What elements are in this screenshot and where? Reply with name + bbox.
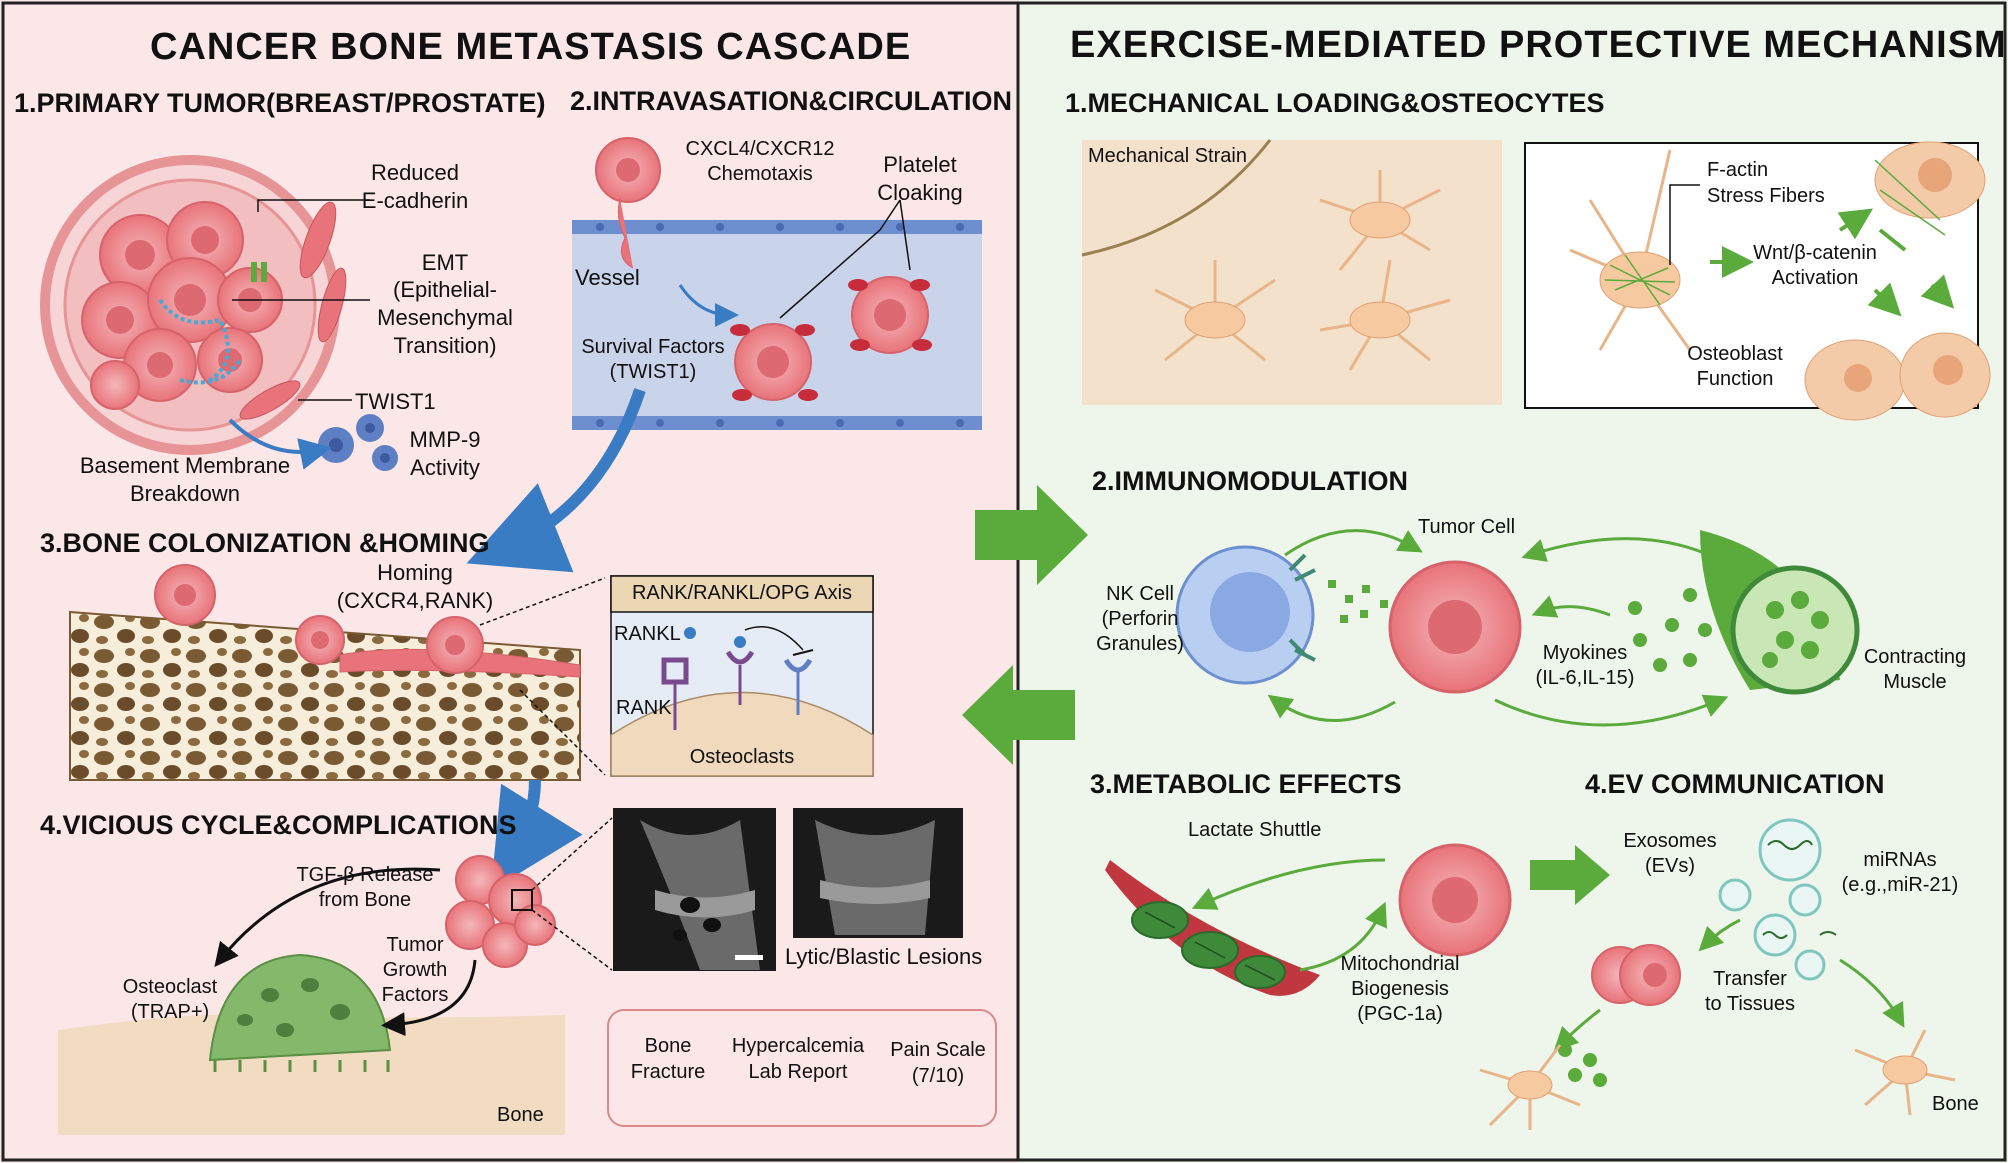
tgf-release-label: TGF-β Release (296, 864, 434, 886)
ev-communication-heading: 4.EV COMMUNICATION (1585, 769, 1885, 799)
osteoclasts-label: Osteoclasts (689, 746, 795, 768)
immunomodulation-heading: 2.IMMUNOMODULATION (1092, 466, 1408, 496)
platelet-label: Platelet (883, 152, 957, 177)
tumor-growth-label-1: Tumor (386, 934, 444, 956)
il6-il15-label: (IL-6,IL-15) (1535, 667, 1635, 689)
vessel-illustration (466, 137, 982, 573)
osteoblast-label: Osteoblast (1687, 343, 1783, 365)
mmp9-label: MMP-9 (409, 427, 481, 452)
nk-cell-label: NK Cell (1106, 583, 1174, 605)
vessel-label: Vessel (575, 265, 640, 290)
left-arrow-large (962, 665, 1075, 765)
bone-label-right: Bone (1932, 1093, 1979, 1115)
wnt-label: Wnt/β-catenin (1753, 242, 1877, 264)
myokines-label: Myokines (1542, 642, 1628, 664)
tumor-growth-label-3: Factors (381, 984, 449, 1006)
to-tissues-label: to Tissues (1704, 993, 1796, 1015)
perforin-label: (Perforin (1101, 608, 1179, 630)
basement-membrane-label: Basement Membrane (79, 453, 291, 478)
rank-label: RANK (616, 697, 672, 719)
left-title: CANCER BONE METASTASIS CASCADE (150, 26, 912, 68)
right-title: EXERCISE-MEDIATED PROTECTIVE MECHANISMS (1070, 24, 2008, 66)
bone-colonization-illustration (69, 564, 606, 891)
homing-receptors-label: (CXCR4,RANK) (336, 588, 494, 613)
lactate-shuttle-label: Lactate Shuttle (1188, 819, 1322, 841)
mechanical-loading-illustration (1081, 139, 1991, 421)
rank-axis-title: RANK/RANKL/OPG Axis (631, 582, 853, 604)
osteoblast-function-label: Function (1696, 368, 1774, 390)
f-actin-label: F-actin (1707, 159, 1769, 181)
mir21-label: (e.g.,miR-21) (1841, 874, 1959, 896)
transfer-label: Transfer (1713, 968, 1787, 990)
survival-factors-label: Survival Factors (581, 336, 725, 358)
immunomodulation-illustration (1175, 529, 1860, 727)
rank-rankl-opg-axis-box (610, 575, 874, 777)
vicious-cycle-illustration (58, 808, 997, 1135)
muscle-label: Muscle (1883, 671, 1947, 693)
survival-twist1-label: (TWIST1) (609, 361, 697, 383)
primary-tumor-heading: 1.PRIMARY TUMOR(BREAST/PROSTATE) (14, 88, 546, 118)
rankl-label: RANKL (614, 623, 681, 645)
cloaking-label: Cloaking (877, 180, 963, 205)
mechanical-strain-label: Mechanical Strain (1088, 145, 1247, 167)
exosomes-label: Exosomes (1623, 830, 1717, 852)
reduced-label: Reduced (370, 160, 460, 185)
hypercalcemia-label-1: Hypercalcemia (731, 1035, 865, 1057)
primary-tumor-illustration (40, 155, 398, 471)
granules-label: Granules) (1096, 633, 1184, 655)
ev-communication-illustration (1479, 818, 1956, 1130)
emt-line3: Mesenchymal (377, 305, 513, 330)
trap-label: (TRAP+) (130, 1001, 210, 1023)
pain-scale-label-2: (7/10) (911, 1065, 965, 1087)
mmp9-activity-label: Activity (410, 455, 480, 480)
pain-scale-label-1: Pain Scale (890, 1039, 986, 1061)
mirnas-label: miRNAs (1863, 849, 1937, 871)
right-arrow-large (975, 485, 1088, 585)
chemotaxis-label-1: CXCL4/CXCR12 (685, 138, 835, 160)
tumor-growth-label-2: Growth (382, 959, 448, 981)
metabolic-illustration (1105, 843, 1610, 996)
emt-line2: (Epithelial- (393, 277, 497, 302)
breakdown-label: Breakdown (129, 481, 241, 506)
tgf-from-bone-label: from Bone (318, 889, 412, 911)
emt-label: EMT (421, 250, 469, 275)
ev-arrow (1530, 845, 1610, 905)
metabolic-heading: 3.METABOLIC EFFECTS (1090, 769, 1402, 799)
homing-label: Homing (377, 560, 453, 585)
tumor-cell-label: Tumor Cell (1418, 516, 1516, 538)
mitochondrial-label: Mitochondrial (1340, 953, 1460, 975)
intravasation-heading: 2.INTRAVASATION&CIRCULATION (570, 86, 1012, 116)
bone-colonization-heading: 3.BONE COLONIZATION &HOMING (40, 528, 490, 558)
biogenesis-label: Biogenesis (1351, 978, 1449, 1000)
mechanical-loading-heading: 1.MECHANICAL LOADING&OSTEOCYTES (1065, 88, 1605, 118)
evs-label: (EVs) (1645, 855, 1695, 877)
lytic-blastic-label: Lytic/Blastic Lesions (785, 944, 983, 969)
bone-label-left: Bone (497, 1104, 544, 1126)
osteoclast-label: Osteoclast (122, 976, 218, 998)
vicious-cycle-heading: 4.VICIOUS CYCLE&COMPLICATIONS (40, 810, 517, 840)
bone-fracture-label-2: Fracture (630, 1061, 706, 1083)
e-cadherin-label: E-cadherin (361, 188, 469, 213)
wnt-activation-label: Activation (1771, 267, 1859, 289)
hypercalcemia-label-2: Lab Report (748, 1061, 848, 1083)
pgc-label: (PGC-1a) (1357, 1003, 1443, 1025)
emt-line4: Transition) (393, 333, 497, 358)
stress-fibers-label: Stress Fibers (1707, 185, 1825, 207)
twist1-label: TWIST1 (355, 389, 436, 414)
bone-fracture-label-1: Bone (644, 1035, 692, 1057)
contracting-label: Contracting (1863, 646, 1967, 668)
chemotaxis-label-2: Chemotaxis (707, 163, 813, 185)
